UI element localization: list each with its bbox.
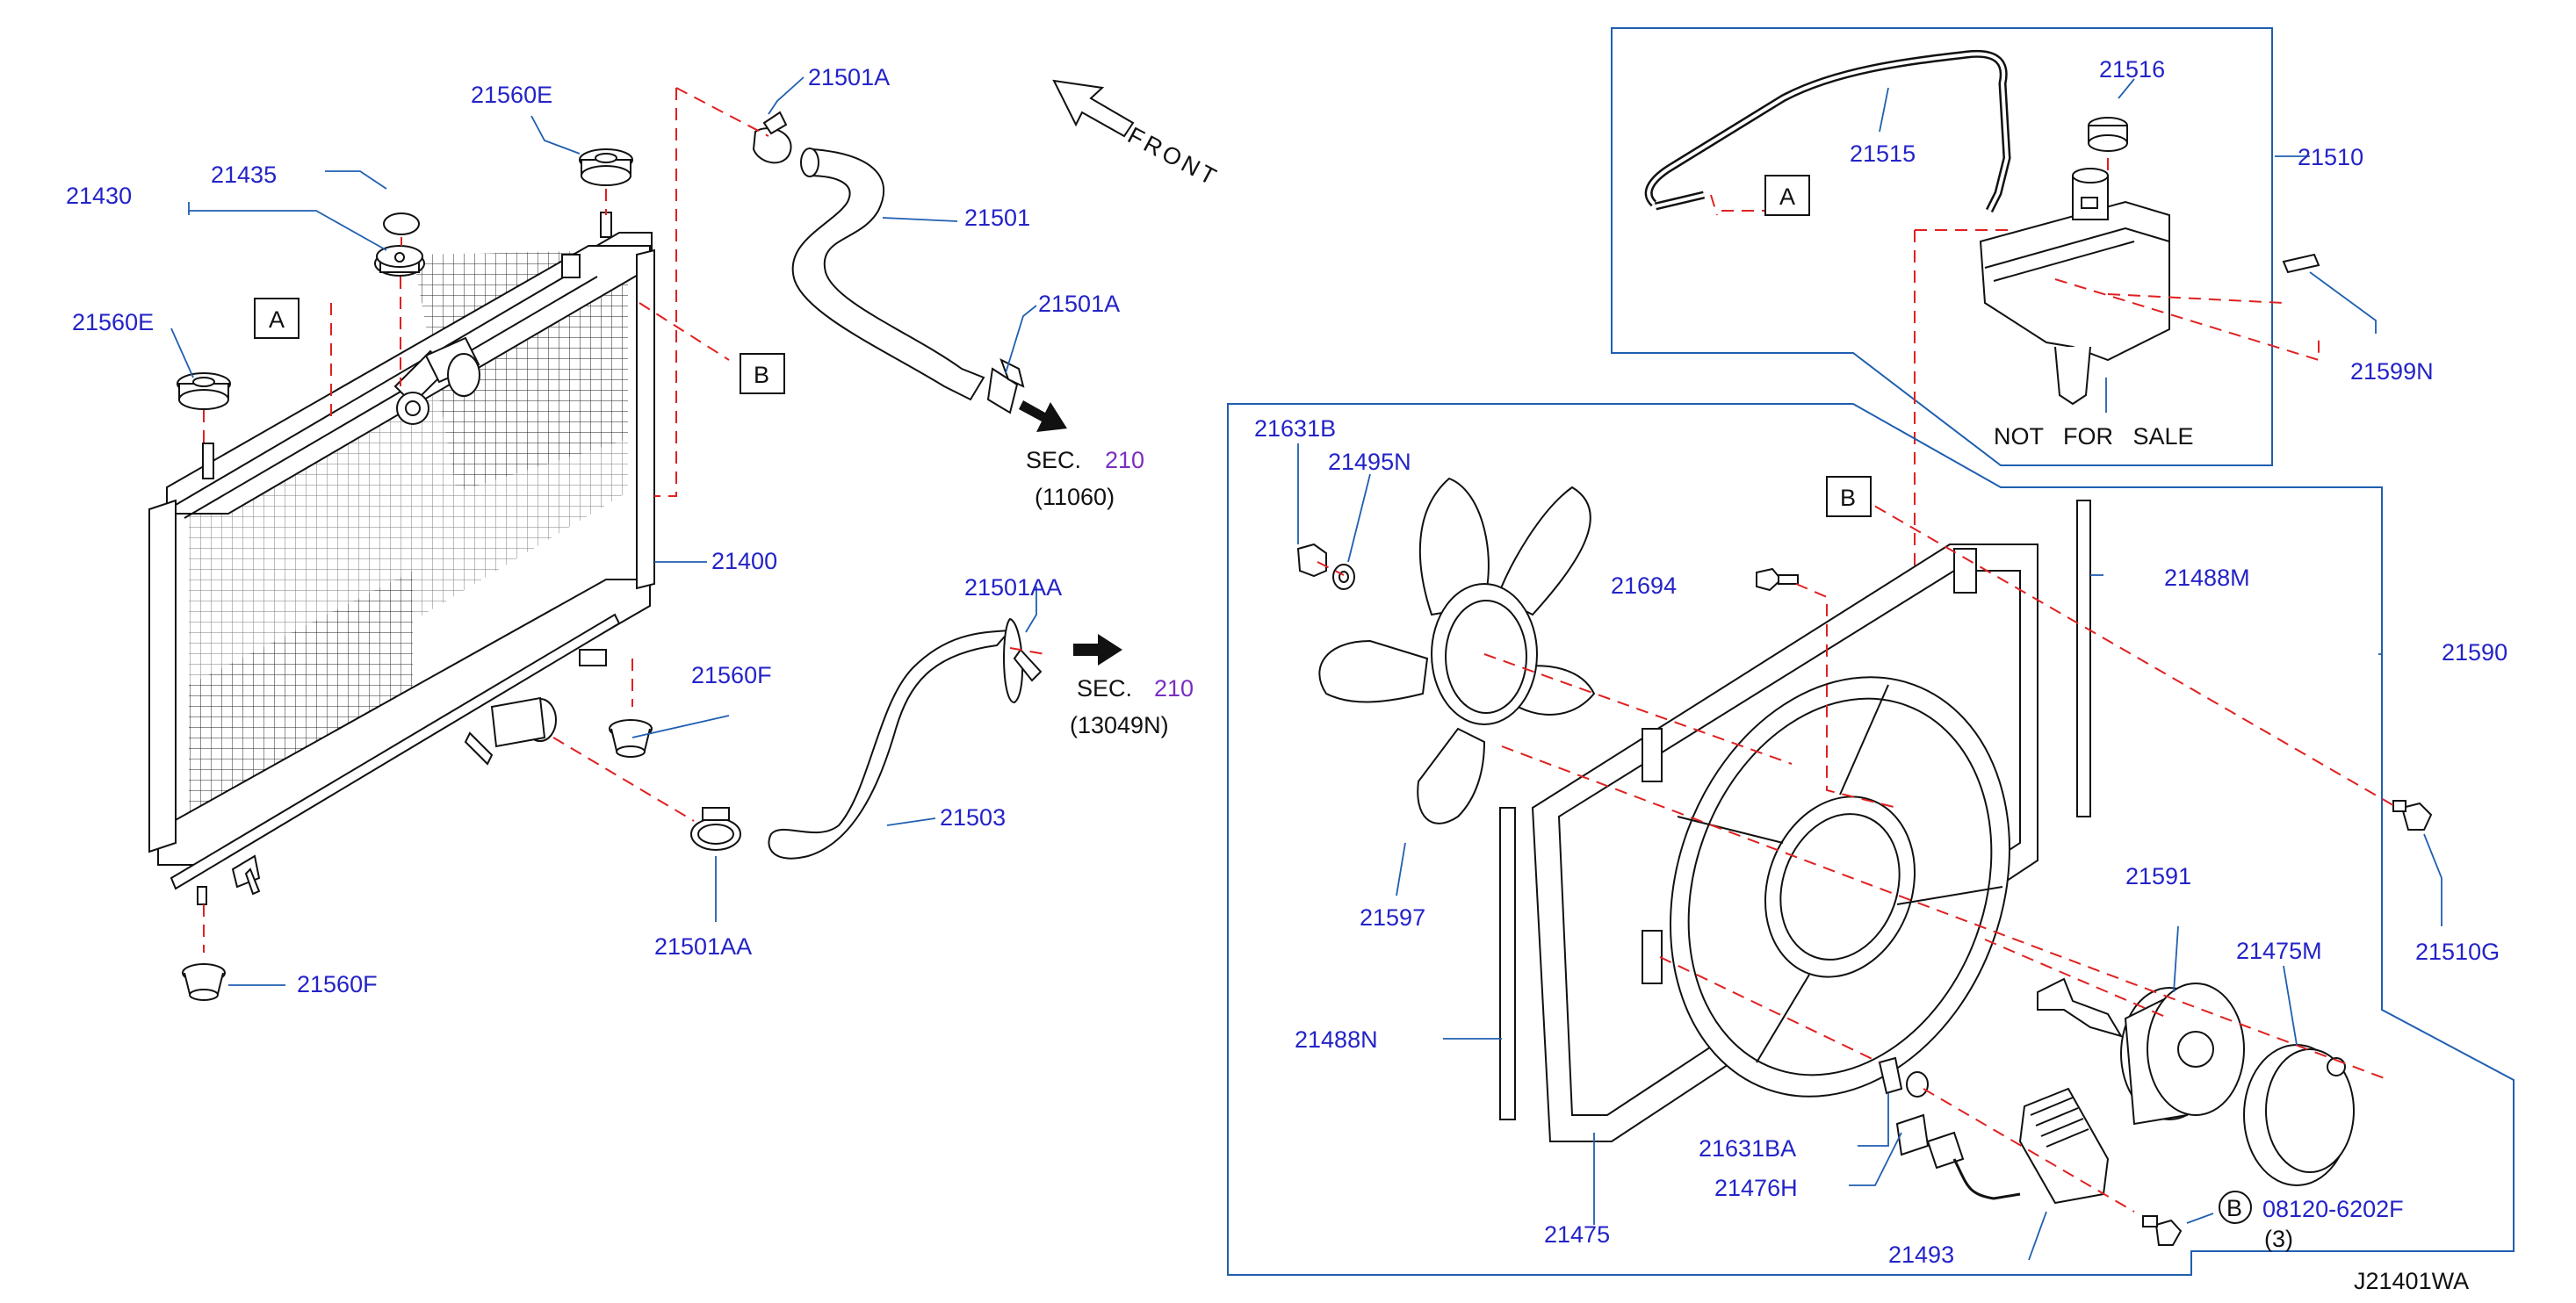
label-21501aa-top: 21501AA [964,574,1062,601]
ref-circle-b-bolt [2219,1191,2252,1224]
ref-box-b-right [1826,476,1872,517]
label-21435: 21435 [211,162,277,188]
reservoir-cap-21516 [2088,117,2128,152]
label-21493: 21493 [1888,1242,1954,1268]
label-21501: 21501 [964,205,1030,231]
sec-ref-2-sub: (13049N) [1070,712,1169,738]
fan-shroud [1531,544,2038,1142]
label-21488m: 21488M [2164,565,2250,591]
grommet-21560e-left [177,372,231,410]
upper-hose [791,148,985,401]
front-arrow-icon [1052,79,1135,138]
label-21475: 21475 [1544,1221,1610,1248]
bolt-21694 [1756,567,1799,592]
reservoir-frame [1611,27,2273,466]
lower-hose [768,617,1043,860]
label-21430: 21430 [66,183,132,209]
bracket-21631ba [1878,1056,1929,1098]
radiator [148,212,655,905]
label-21694: 21694 [1611,572,1677,599]
sec-ref-1-sub: (11060) [1035,484,1115,510]
label-08120-6202f: 08120-6202F [2262,1196,2404,1222]
fan-washer-21495n [1332,564,1355,590]
label-21631ba: 21631BA [1699,1135,1796,1162]
sec-ref-2-num: 210 [1154,675,1194,702]
label-21510g: 21510G [2415,939,2500,965]
label-21501a-mid: 21501A [1038,291,1120,317]
radiator-cap [374,212,425,277]
ref-box-b-left [740,353,785,394]
front-label: FRONT [1123,122,1223,192]
fan-frame [1227,403,2515,1276]
diagram-code: J21401WA [2354,1268,2469,1294]
label-21501a-top: 21501A [808,64,890,90]
label-21599n: 21599N [2350,358,2434,385]
reservoir-dashes [1710,158,2320,641]
label-21560f-mid: 21560F [691,662,772,688]
clamp-21501a-mid [986,357,1025,414]
reservoir-leaders [1879,78,2377,413]
label-21560e-left: 21560E [72,309,154,335]
label-21597: 21597 [1360,904,1425,931]
clamp-21501a-top [752,111,792,164]
label-sticker-21599n [2282,253,2320,274]
label-21560e-top: 21560E [471,82,552,108]
fan-motor [2037,977,2245,1126]
ref-b-right: B [1840,485,1856,511]
motor-cover [2243,1044,2355,1186]
label-21488n: 21488N [1295,1026,1378,1053]
label-21631b: 21631B [1254,415,1336,442]
ref-a-top: A [1779,184,1795,210]
label-21516: 21516 [2099,56,2165,83]
label-21510: 21510 [2298,144,2363,170]
assembly-guide-lines-left [203,87,1046,953]
overflow-hose [1644,49,2011,213]
fan-leaders [1297,443,2443,1261]
fan-resistor [1926,1087,2110,1205]
ref-b-bolt: B [2226,1195,2242,1221]
bolt-21510g [2392,800,2433,831]
seal-21488m [2076,500,2091,817]
sec-ref-1-prefix: SEC. [1026,447,1081,473]
label-21400: 21400 [711,548,777,574]
label-21591: 21591 [2125,863,2191,889]
label-21503: 21503 [940,804,1006,831]
sec-ref-2-prefix: SEC. [1077,675,1132,702]
assembly-guide-lines-fan [1317,495,2399,1213]
left-leaders [170,76,1037,986]
sec-arrow-2-icon [1073,634,1122,666]
label-21560f-bot: 21560F [297,971,378,997]
fan-nut-21631b [1296,543,1327,578]
label-21590: 21590 [2442,639,2507,666]
bolt-quantity: (3) [2264,1226,2293,1252]
connector-21476h [1895,1113,1930,1156]
grommet-21560f-mid [609,719,653,758]
sec-arrow-1-icon [1019,400,1067,432]
label-21501aa-bot: 21501AA [654,933,752,960]
label-21495n: 21495N [1328,449,1411,475]
ref-a-left: A [269,306,285,333]
ref-box-a-left [254,298,299,339]
clamp-21501aa-bot [690,807,741,851]
label-21515: 21515 [1850,140,1916,167]
grommet-21560e-top [579,148,633,186]
label-21476h: 21476H [1714,1175,1798,1201]
not-for-sale: NOT FOR SALE [1994,423,2194,450]
sec-ref-1-num: 210 [1105,447,1144,473]
bolt-08120-6202f [2142,1215,2183,1246]
cooling-fan-blades [1318,477,1596,824]
ref-box-a-top [1764,175,1810,216]
reservoir-tank [1979,168,2170,406]
grommet-21560f-bot [182,963,226,1001]
label-21475m: 21475M [2236,938,2322,964]
seal-21488n [1499,807,1516,1120]
ref-b-left: B [754,362,769,388]
